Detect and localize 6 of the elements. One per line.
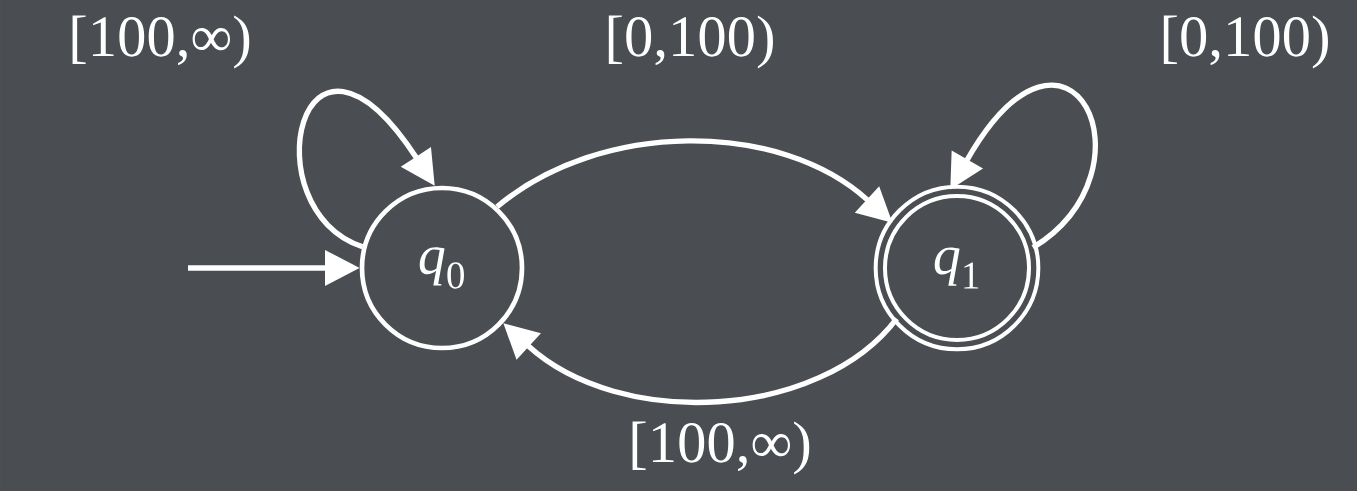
edge-label: [100,∞) bbox=[65, 12, 255, 72]
edge-label: [100,∞) bbox=[625, 418, 815, 478]
edge-label: [0,100) bbox=[601, 12, 779, 72]
arrow bbox=[950, 83, 1098, 250]
arrow bbox=[296, 89, 435, 250]
edge-label: [0,100) bbox=[1156, 12, 1334, 72]
